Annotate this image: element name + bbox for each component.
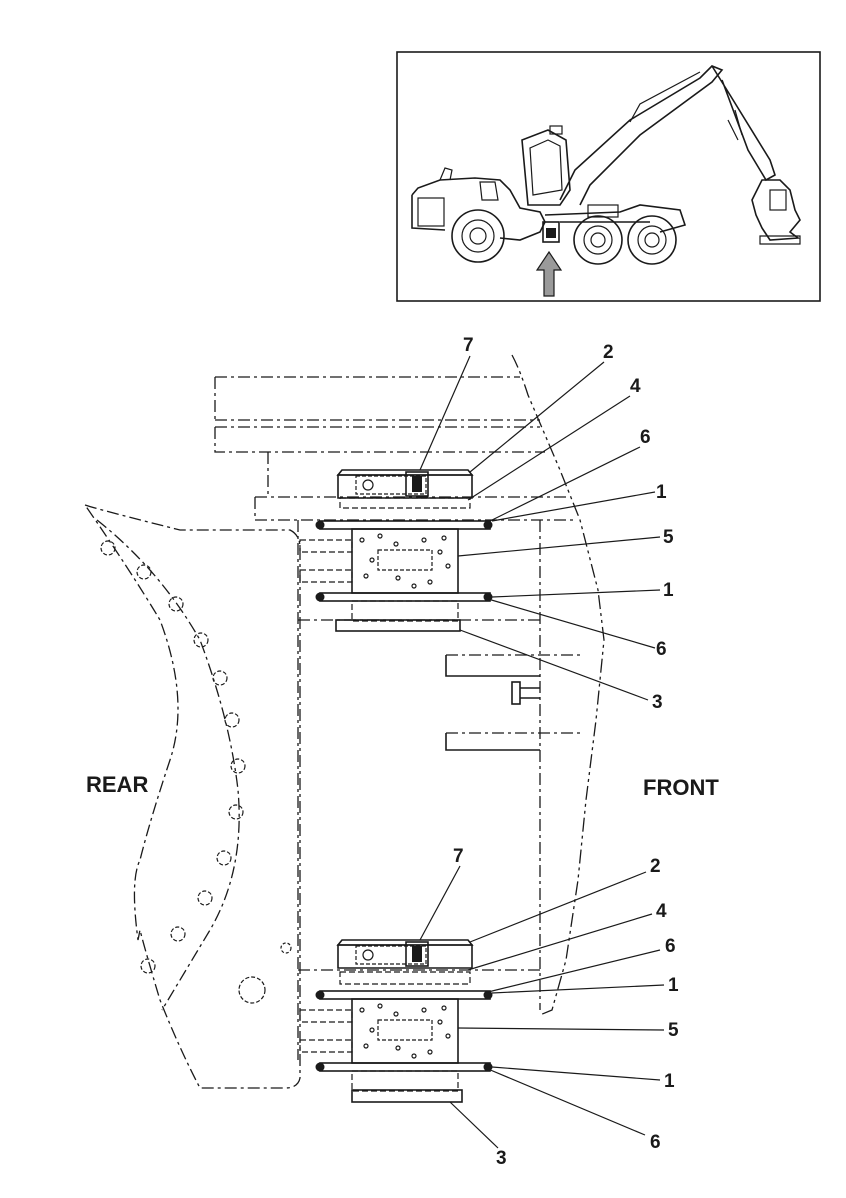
callout-1: 1 bbox=[668, 975, 679, 996]
frame-outline bbox=[214, 354, 605, 1060]
lower-bearing-stack bbox=[298, 939, 540, 1103]
lower-callouts: 7 2 4 6 1 5 1 6 3 bbox=[453, 846, 679, 1169]
callout-6: 6 bbox=[656, 639, 667, 660]
rear-turntable-plate bbox=[83, 503, 301, 1089]
callout-6: 6 bbox=[665, 936, 676, 957]
up-arrow-icon bbox=[535, 250, 563, 297]
callout-1: 1 bbox=[663, 580, 674, 601]
leader-lines bbox=[419, 355, 665, 1149]
callout-3: 3 bbox=[496, 1148, 507, 1169]
callout-7: 7 bbox=[463, 335, 474, 356]
callout-7: 7 bbox=[453, 846, 464, 867]
upper-bearing-stack bbox=[299, 469, 493, 632]
callout-5: 5 bbox=[663, 527, 674, 548]
callout-5: 5 bbox=[668, 1020, 679, 1041]
callout-4: 4 bbox=[656, 901, 667, 922]
callout-6: 6 bbox=[640, 427, 651, 448]
upper-callouts: 7 2 4 6 1 5 1 6 3 bbox=[463, 335, 674, 713]
callout-2: 2 bbox=[650, 856, 661, 877]
callout-1: 1 bbox=[664, 1071, 675, 1092]
callout-3: 3 bbox=[652, 692, 663, 713]
callout-1: 1 bbox=[656, 482, 667, 503]
forest-harvester-icon bbox=[411, 65, 801, 265]
callout-4: 4 bbox=[630, 376, 641, 397]
front-label: FRONT bbox=[643, 775, 719, 800]
inset-panel bbox=[396, 51, 821, 302]
callout-6: 6 bbox=[650, 1132, 661, 1153]
rear-label: REAR bbox=[86, 772, 148, 797]
callout-2: 2 bbox=[603, 342, 614, 363]
